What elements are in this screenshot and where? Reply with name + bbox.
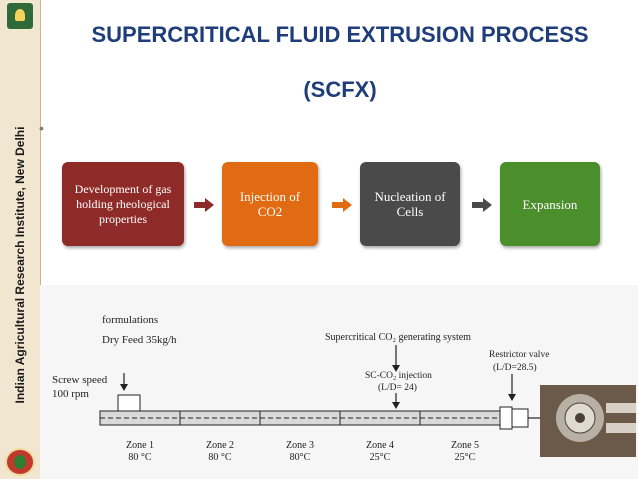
arrow-down-icon <box>392 365 400 372</box>
zone-4-temp: 25°C <box>370 452 391 463</box>
arrow-down-icon <box>392 402 400 409</box>
zone-1-temp: 80 °C <box>128 452 151 463</box>
institute-sidebar: Indian Agricultural Research Institute, … <box>0 0 41 479</box>
institute-name: Indian Agricultural Research Institute, … <box>13 126 27 404</box>
slide-subtitle: (SCFX) <box>303 77 377 102</box>
restrictor-label-1: Restrictor valve <box>489 350 549 360</box>
sc-injection-label-2: (L/D= 24) <box>378 382 417 393</box>
die-block <box>511 408 529 428</box>
zone-4-name: Zone 4 <box>366 440 394 451</box>
zone-5-temp: 25°C <box>455 452 476 463</box>
step-expansion: Expansion <box>500 162 600 246</box>
restrictor-valve <box>499 406 513 430</box>
screw-speed-label-1: Screw speed <box>52 374 108 386</box>
arrow-right-icon <box>194 198 214 212</box>
arrow-right-icon <box>472 198 492 212</box>
zone-2-name: Zone 2 <box>206 440 234 451</box>
slide-title: SUPERCRITICAL FLUID EXTRUSION PROCESS <box>91 22 589 47</box>
die-hole <box>575 413 585 423</box>
extrusion-schematic: formulations Dry Feed 35kg/h Supercritic… <box>40 285 638 479</box>
arrow-down-icon <box>120 384 128 391</box>
sc-injection-label-1: SC-CO₂ injection <box>365 371 432 381</box>
restrictor-label-2: (L/D=28.5) <box>493 362 537 373</box>
institute-logo-icon <box>7 3 33 29</box>
formulations-label: formulations <box>102 314 158 326</box>
die-bolt <box>606 403 636 413</box>
emblem-icon <box>5 448 35 476</box>
zone-3-temp: 80°C <box>290 452 311 463</box>
feed-hopper <box>117 394 141 412</box>
zone-2-temp: 80 °C <box>208 452 231 463</box>
zone-5-name: Zone 5 <box>451 440 479 451</box>
sc-system-label: Supercritical CO₂ generating system <box>325 332 471 343</box>
step-injection: Injection of CO2 <box>222 162 318 246</box>
die-bolt <box>606 423 636 433</box>
bullet-icon: • <box>39 120 44 136</box>
arrow-right-icon <box>332 198 352 212</box>
step-development: Development of gas holding rheological p… <box>62 162 184 246</box>
screw-speed-label-2: 100 rpm <box>52 388 89 400</box>
zone-3-name: Zone 3 <box>286 440 314 451</box>
dry-feed-label: Dry Feed 35kg/h <box>102 334 177 346</box>
arrow-down-icon <box>508 394 516 401</box>
step-nucleation: Nucleation of Cells <box>360 162 460 246</box>
zone-1-name: Zone 1 <box>126 440 154 451</box>
